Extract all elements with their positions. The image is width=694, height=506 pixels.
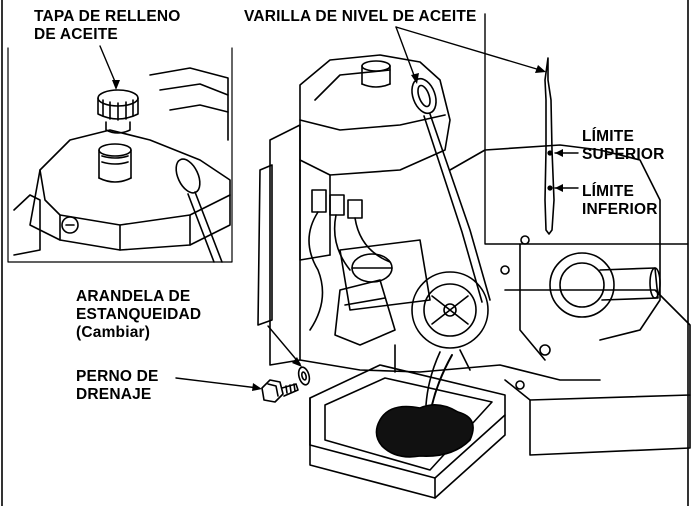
crankshaft-icon — [549, 252, 661, 318]
drain-bolt-icon — [261, 379, 299, 403]
leader-drain-bolt — [175, 377, 259, 389]
arrowhead-sealing-washer — [292, 357, 302, 367]
arrowhead-oil-fill-cap — [112, 80, 120, 90]
oil-fill-cap-inset — [7, 47, 233, 263]
dipstick-handle-icon — [411, 77, 437, 115]
label-oil-fill-cap-line2: DE ACEITE — [34, 26, 118, 43]
label-upper-limit-line2: SUPERIOR — [582, 146, 665, 163]
label-lower-limit-line1: LÍMITE — [582, 183, 634, 200]
sealing-washer-icon — [297, 366, 311, 386]
label-oil-fill-cap: TAPA DE RELLENO DE ACEITE — [34, 8, 181, 44]
draining-oil — [375, 351, 474, 458]
label-sealing-washer-line2: ESTANQUEIDAD — [76, 306, 202, 323]
wiring-harness — [308, 189, 391, 331]
leader-sealing-washer — [267, 325, 301, 365]
leader-lines — [99, 26, 579, 389]
label-dipstick: VARILLA DE NIVEL DE ACEITE — [244, 8, 477, 25]
dipstick-blade-icon — [544, 57, 555, 235]
label-sealing-washer: ARANDELA DE ESTANQUEIDAD (Cambiar) — [76, 288, 201, 342]
label-drain-bolt: PERNO DE DRENAJE — [76, 368, 159, 404]
label-drain-bolt-line1: PERNO DE — [76, 368, 159, 385]
label-oil-fill-cap-line1: TAPA DE RELLENO — [34, 8, 181, 25]
label-lower-limit-line2: INFERIOR — [582, 201, 658, 218]
arrowhead-dipstick-detail — [535, 65, 546, 73]
label-drain-bolt-line2: DRENAJE — [76, 386, 152, 403]
arrowhead-upper-limit — [555, 149, 563, 157]
arrowhead-lower-limit — [555, 184, 563, 192]
leader-dipstick-engine — [395, 26, 416, 79]
leader-oil-fill-cap — [99, 45, 117, 85]
label-upper-limit-line1: LÍMITE — [582, 128, 634, 145]
label-sealing-washer-line1: ARANDELA DE — [76, 288, 191, 305]
label-lower-limit: LÍMITE INFERIOR — [582, 183, 658, 219]
label-upper-limit: LÍMITE SUPERIOR — [582, 128, 665, 164]
governor-pulley-icon — [411, 271, 489, 349]
leader-dipstick-detail — [395, 26, 541, 71]
engine-body — [257, 54, 691, 456]
arrowhead-drain-bolt — [252, 383, 262, 391]
arrowhead-dipstick-engine — [411, 73, 419, 84]
oil-fill-cap-icon — [97, 89, 139, 134]
label-sealing-washer-note: (Cambiar) — [76, 324, 151, 341]
dipstick-detail-inset — [484, 13, 689, 245]
